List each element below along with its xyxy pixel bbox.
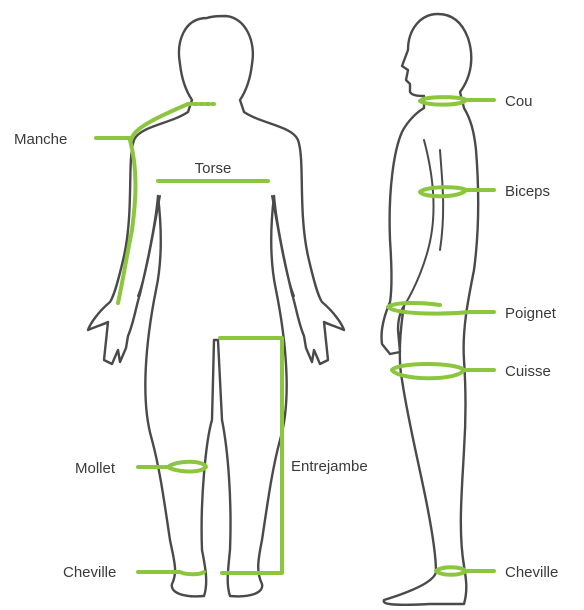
biceps-label: Biceps <box>505 183 550 200</box>
calf-measure-line <box>138 462 206 472</box>
side-ankle-label: Cheville <box>505 564 558 581</box>
side-arm-inner <box>404 140 434 306</box>
thigh-label: Cuisse <box>505 363 551 380</box>
thigh-measure-line <box>392 364 494 378</box>
sleeve-label: Manche <box>14 131 67 148</box>
front-body-outline <box>88 16 344 596</box>
torso-label: Torse <box>195 160 232 177</box>
front-ankle-label: Cheville <box>63 564 116 581</box>
side-ankle-measure-line <box>436 567 494 575</box>
sleeve-measure-line <box>96 104 188 303</box>
side-labels: Cou Biceps Poignet Cuisse Cheville <box>505 93 558 581</box>
side-arm-back <box>440 150 443 250</box>
calf-label: Mollet <box>75 460 116 477</box>
front-figure <box>88 16 344 596</box>
neck-measure-line <box>420 97 494 105</box>
wrist-label: Poignet <box>505 305 557 322</box>
neck-label: Cou <box>505 93 533 110</box>
biceps-measure-line <box>420 187 494 196</box>
inseam-label: Entrejambe <box>291 458 368 475</box>
front-measurements <box>96 104 282 574</box>
front-labels: Manche Torse Entrejambe Mollet Cheville <box>14 131 368 581</box>
front-ankle-measure-line <box>138 572 204 574</box>
